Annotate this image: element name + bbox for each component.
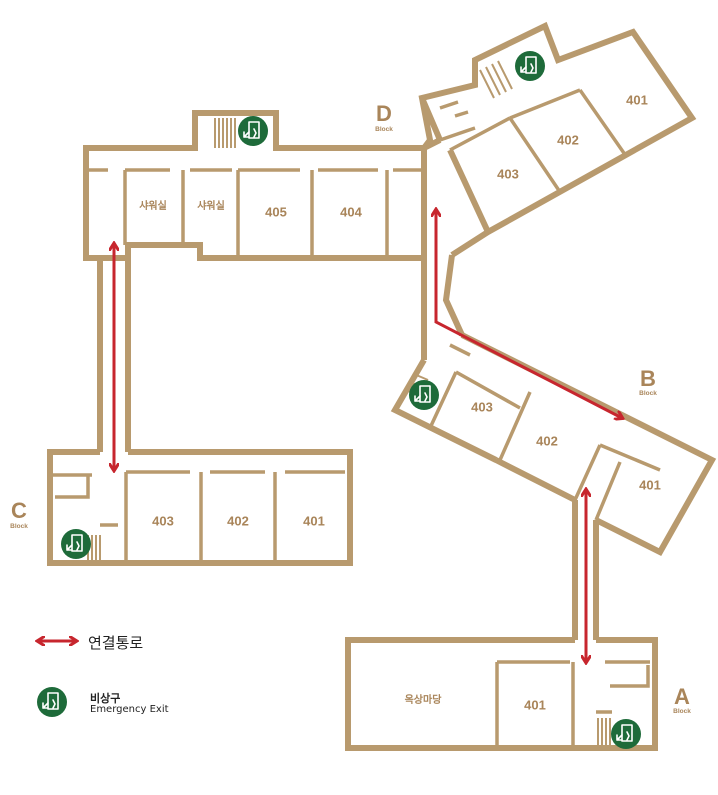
room-label-d-401: 401 xyxy=(626,92,648,107)
room-label-b-402: 402 xyxy=(536,433,558,448)
block-letter-b: B xyxy=(640,366,656,391)
block-sub-a: Block xyxy=(673,708,691,715)
legend-exit-label-ko: 비상구 xyxy=(90,692,121,705)
room-label-d-402: 402 xyxy=(557,132,579,147)
block-a xyxy=(345,637,658,751)
room-label-c-401: 401 xyxy=(303,513,325,528)
emergency-exit-icon xyxy=(408,379,440,411)
room-label-c-403: 403 xyxy=(152,513,174,528)
block-letter-d: D xyxy=(376,101,392,126)
legend-emergency-exit-icon xyxy=(36,686,68,718)
emergency-exit-icon xyxy=(514,50,546,82)
room-label-b-401: 401 xyxy=(639,477,661,492)
block-sub-c: Block xyxy=(10,523,28,530)
room-label-d-shower-1: 샤워실 xyxy=(139,199,167,212)
room-label-d-403: 403 xyxy=(497,166,519,181)
emergency-exit-icon xyxy=(60,528,92,560)
block-sub-d: Block xyxy=(375,126,393,133)
room-label-b-403: 403 xyxy=(471,399,493,414)
room-label-a-yard: 옥상마당 xyxy=(405,693,443,706)
room-label-d-404: 404 xyxy=(340,204,362,219)
room-label-d-shower-2: 샤워실 xyxy=(197,199,225,212)
block-letter-c: C xyxy=(11,498,27,523)
room-label-a-401: 401 xyxy=(524,697,546,712)
block-sub-b: Block xyxy=(639,390,657,397)
corridor-b-a xyxy=(572,500,599,640)
passage-arrow-d-b xyxy=(436,210,622,418)
emergency-exit-icon xyxy=(610,718,642,750)
block-c xyxy=(47,258,353,566)
corridor-d-b xyxy=(421,254,465,360)
block-letter-a: A xyxy=(674,684,690,709)
room-label-d-405: 405 xyxy=(265,204,287,219)
legend-passage-label: 연결통로 xyxy=(88,634,144,652)
emergency-exit-icon xyxy=(237,115,269,147)
legend-exit-label-en: Emergency Exit xyxy=(90,704,169,715)
room-label-c-402: 402 xyxy=(227,513,249,528)
